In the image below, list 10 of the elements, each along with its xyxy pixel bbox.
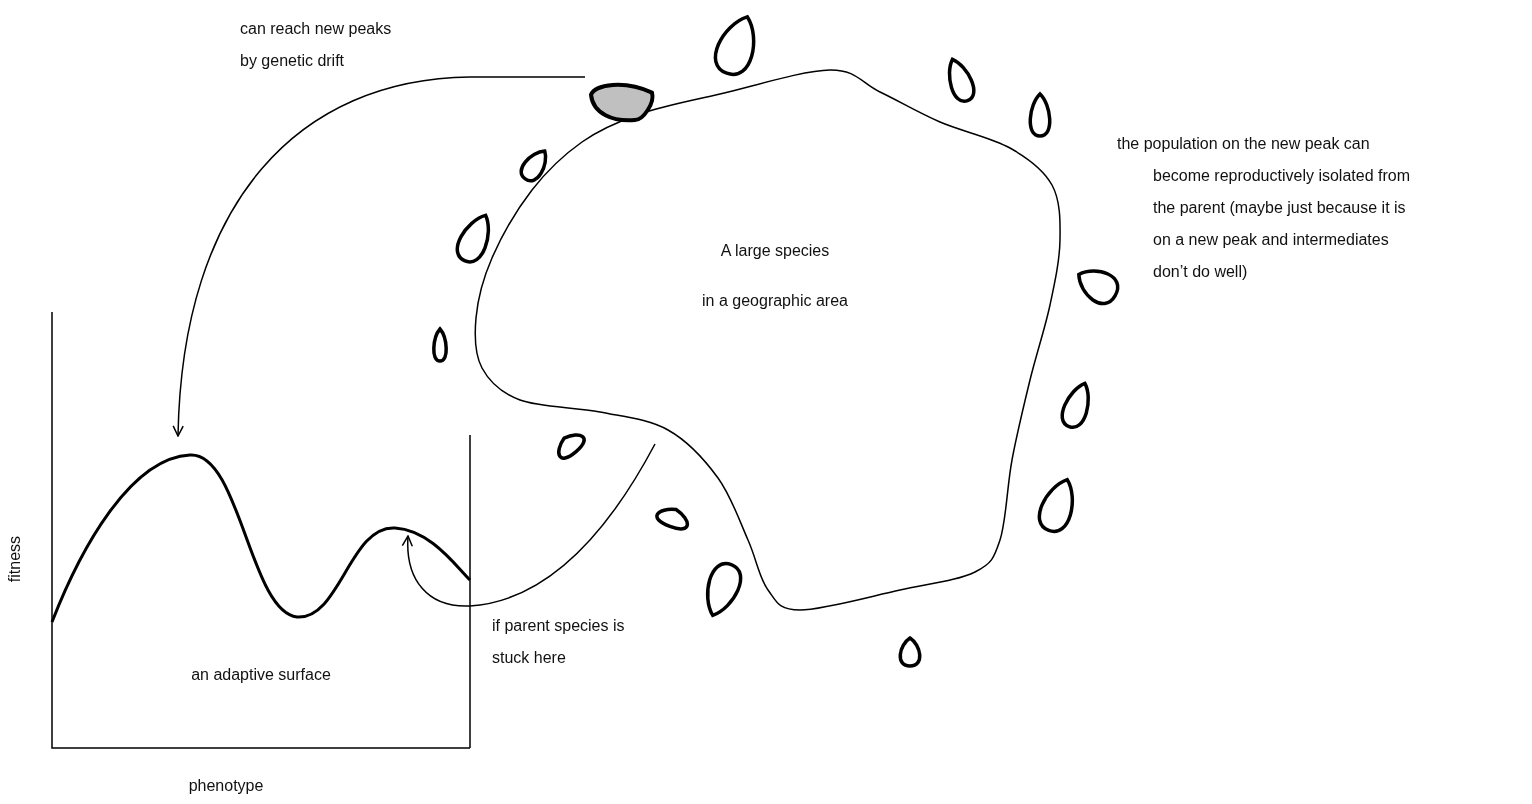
range-label: in a geographic area: [702, 292, 848, 310]
note-text: can reach new peaks by genetic drift: [240, 19, 393, 71]
arrow: [402, 443, 656, 607]
chart-title: an adaptive surface: [191, 666, 331, 684]
note-text: the population on the new peak can become reproductively isolated from the parent (maybe just because it is on a new peak and intermediates don’t do well): [1117, 134, 1411, 282]
axis-label: fitness: [6, 535, 25, 583]
range-label: A large species: [720, 242, 830, 260]
note-text: if parent species is stuck here: [492, 616, 626, 668]
arrow: [172, 76, 586, 437]
axis-label: phenotype: [188, 777, 264, 795]
